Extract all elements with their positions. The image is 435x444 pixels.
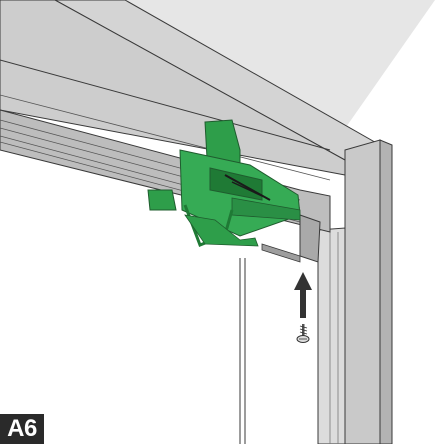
inner-jamb-left <box>239 258 246 444</box>
frame-top-beam <box>0 0 435 181</box>
frame-right-jamb <box>317 139 393 444</box>
step-badge: A6 <box>0 414 44 444</box>
screw-icon <box>296 324 310 343</box>
green-bracket <box>147 119 301 247</box>
up-arrow-icon <box>294 272 312 318</box>
